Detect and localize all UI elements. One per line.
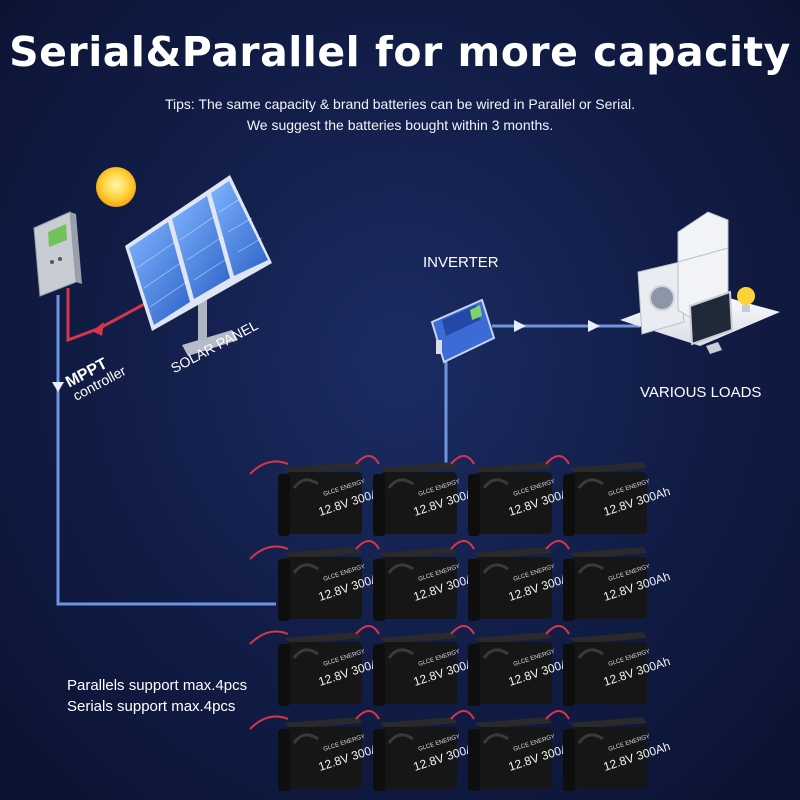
battery-link-wire [355,625,380,635]
row-start-wire [249,715,289,730]
arrow-blue-down [52,382,64,392]
row-start-wire [249,460,289,475]
mppt-controller-icon [33,211,82,297]
parallel-support-text: Parallels support max.4pcs [67,677,248,694]
row-start-wire [249,630,289,645]
sun-icon [96,167,136,207]
row-start-wire [249,545,289,560]
wire-panel-to-controller [66,288,153,343]
serial-support-text: Serials support max.4pcs [67,698,236,715]
page-title: Serial&Parallel for more capacity [9,28,791,76]
arrow-blue-right-2 [588,320,600,332]
battery-link-wire [450,625,475,635]
battery-link-wire [545,625,570,635]
arrow-red [92,322,104,336]
inverter-label: INVERTER [423,254,499,271]
battery-link-wire [545,455,570,465]
battery-link-wire [450,455,475,465]
various-loads-icon [620,211,780,354]
solar-panel-icon [125,175,272,356]
battery-link-wire [545,710,570,720]
battery-link-wire [355,540,380,550]
wiring [52,288,640,606]
tip-line-1: Tips: The same capacity & brand batterie… [164,96,635,112]
tv-icon [688,290,734,346]
battery-link-wire [355,455,380,465]
battery-link-wire [450,540,475,550]
battery-link-wire [450,710,475,720]
various-loads-label: VARIOUS LOADS [640,384,762,401]
tip-line-2: We suggest the batteries bought within 3… [246,117,554,133]
inverter-icon [430,298,496,364]
arrow-blue-right-1 [514,320,526,332]
wire-controller-to-batteries [56,295,276,606]
lightbulb-icon [737,287,755,305]
battery-link-wire [545,540,570,550]
battery-link-wire [355,710,380,720]
